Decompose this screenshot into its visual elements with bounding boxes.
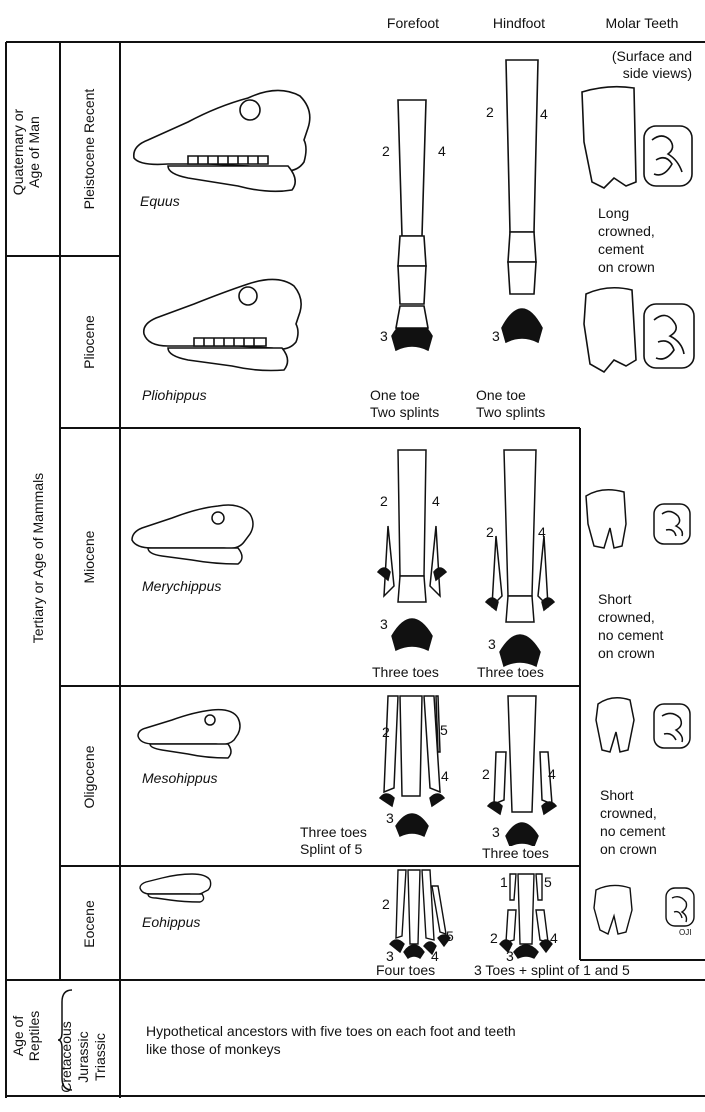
era-quaternary: Quaternary or Age of Man: [10, 52, 46, 252]
period-eocene: Eocene: [81, 874, 99, 974]
molar-note-long-crowned-line-1: Long: [598, 204, 655, 222]
merychippus-fore-digit-2: 2: [380, 493, 388, 510]
molar-note-short-crowned-2-line-2: crowned,: [600, 804, 665, 822]
equus-fore-digit-3: 3: [380, 328, 388, 345]
equus-fore-digit-2: 2: [382, 143, 390, 160]
mesohippus-fore-digit-2: 2: [382, 724, 390, 741]
equus-hind-digit-3: 3: [492, 328, 500, 345]
oligocene-fore-caption-line-2: Splint of 5: [300, 841, 367, 858]
merychippus-hind-digit-4: 4: [538, 524, 546, 541]
era-quaternary-line-2: Age of Man: [26, 52, 42, 252]
eohippus-hind-digit-4: 4: [550, 930, 558, 947]
molar-note-short-crowned-1-line-1: Short: [598, 590, 663, 608]
mesohippus-fore-digit-3: 3: [386, 810, 394, 827]
merychippus-fore-digit-3: 3: [380, 616, 388, 633]
molar-note-short-crowned-2-line-1: Short: [600, 786, 665, 804]
mesohippus-fore-digit-5: 5: [440, 722, 448, 739]
molar-note-long-crowned-line-2: crowned,: [598, 222, 655, 240]
equus-hindfoot: [492, 56, 552, 346]
molar-note-long-crowned-line-4: on crown: [598, 258, 655, 276]
miocene-fore-caption: Three toes: [372, 664, 439, 681]
pliocene-hind-caption-line-2: Two splints: [476, 404, 545, 421]
pliohippus-molars: [580, 280, 698, 376]
period-triassic: Triassic: [92, 1002, 109, 1112]
equus-skull: [128, 70, 328, 200]
artist-signature: OJI: [679, 928, 691, 938]
genus-eohippus: Eohippus: [142, 914, 200, 931]
genus-equus: Equus: [140, 193, 180, 210]
mesohippus-forefoot: [372, 692, 452, 842]
oligocene-fore-caption-line-1: Three toes: [300, 824, 367, 841]
molar-surface-side-line-1: (Surface and: [588, 48, 692, 65]
eohippus-fore-digit-2: 2: [382, 896, 390, 913]
eohippus-hind-digit-1: 1: [500, 874, 508, 891]
oligocene-hind-caption: Three toes: [482, 845, 549, 862]
molar-note-long-crowned: Long crowned, cement on crown: [598, 204, 655, 276]
merychippus-hind-digit-3: 3: [488, 636, 496, 653]
eohippus-hind-digit-2: 2: [490, 930, 498, 947]
equus-fore-digit-4: 4: [438, 143, 446, 160]
period-pliocene: Pliocene: [81, 292, 99, 392]
header-forefoot: Forefoot: [368, 15, 458, 32]
eohippus-hind-digit-5: 5: [544, 874, 552, 891]
merychippus-molars: [582, 484, 700, 560]
mesohippus-molars: [592, 690, 700, 770]
merychippus-forefoot: [372, 446, 452, 672]
mesohippus-fore-digit-4: 4: [441, 768, 449, 785]
pliocene-fore-caption-line-2: Two splints: [370, 404, 439, 421]
molar-note-short-crowned-1-line-4: on crown: [598, 644, 663, 662]
era-reptiles-line-2: Reptiles: [26, 996, 42, 1076]
pliohippus-skull: [138, 268, 318, 378]
mesohippus-hind-digit-4: 4: [548, 766, 556, 783]
pliocene-fore-caption: One toe Two splints: [370, 387, 439, 421]
eohippus-fore-digit-5: 5: [446, 928, 454, 945]
molar-surface-side-note: (Surface and side views): [588, 48, 692, 82]
eocene-fore-caption: Four toes: [376, 962, 435, 979]
oligocene-fore-caption: Three toes Splint of 5: [300, 824, 367, 858]
molar-note-short-crowned-1-line-3: no cement: [598, 626, 663, 644]
equus-molars: [578, 82, 698, 194]
miocene-hind-caption: Three toes: [477, 664, 544, 681]
period-cretaceous: Cretaceous: [58, 1002, 75, 1112]
merychippus-skull: [128, 500, 268, 570]
merychippus-fore-digit-4: 4: [432, 493, 440, 510]
molar-surface-side-line-2: side views): [588, 65, 692, 82]
molar-note-long-crowned-line-3: cement: [598, 240, 655, 258]
molar-note-short-crowned-2-line-3: no cement: [600, 822, 665, 840]
ancestors-text-line-2: like those of monkeys: [146, 1040, 516, 1058]
header-molar-teeth: Molar Teeth: [582, 15, 702, 32]
eohippus-forefoot: [384, 866, 460, 960]
pliocene-hind-caption: One toe Two splints: [476, 387, 545, 421]
ancestors-text-line-1: Hypothetical ancestors with five toes on…: [146, 1022, 516, 1040]
mesohippus-skull: [134, 706, 254, 766]
pliocene-fore-caption-line-1: One toe: [370, 387, 439, 404]
molar-note-short-crowned-2-line-4: on crown: [600, 840, 665, 858]
ancestors-text: Hypothetical ancestors with five toes on…: [146, 1022, 516, 1058]
period-miocene: Miocene: [81, 507, 99, 607]
equus-forefoot: [382, 96, 442, 368]
eohippus-skull: [136, 870, 216, 904]
equus-hind-digit-4: 4: [540, 106, 548, 123]
merychippus-hind-digit-2: 2: [486, 524, 494, 541]
header-hindfoot: Hindfoot: [474, 15, 564, 32]
mesohippus-hind-digit-2: 2: [482, 766, 490, 783]
period-mesozoic: Cretaceous Jurassic Triassic: [58, 1002, 112, 1112]
period-jurassic: Jurassic: [75, 1002, 92, 1112]
genus-merychippus: Merychippus: [142, 578, 221, 595]
molar-note-short-crowned-1-line-2: crowned,: [598, 608, 663, 626]
molar-note-short-crowned-2: Short crowned, no cement on crown: [600, 786, 665, 858]
era-reptiles: Age of Reptiles: [10, 996, 46, 1076]
eocene-hind-caption: 3 Toes + splint of 1 and 5: [474, 962, 630, 979]
genus-mesohippus: Mesohippus: [142, 770, 218, 787]
genus-pliohippus: Pliohippus: [142, 387, 207, 404]
period-pleistocene: Pleistocene Recent: [81, 59, 99, 239]
era-reptiles-line-1: Age of: [10, 996, 26, 1076]
molar-note-short-crowned-1: Short crowned, no cement on crown: [598, 590, 663, 662]
pliocene-hind-caption-line-1: One toe: [476, 387, 545, 404]
mesohippus-hind-digit-3: 3: [492, 824, 500, 841]
equus-hind-digit-2: 2: [486, 104, 494, 121]
period-oligocene: Oligocene: [81, 727, 99, 827]
era-tertiary: Tertiary or Age of Mammals: [30, 408, 50, 708]
era-quaternary-line-1: Quaternary or: [10, 52, 26, 252]
